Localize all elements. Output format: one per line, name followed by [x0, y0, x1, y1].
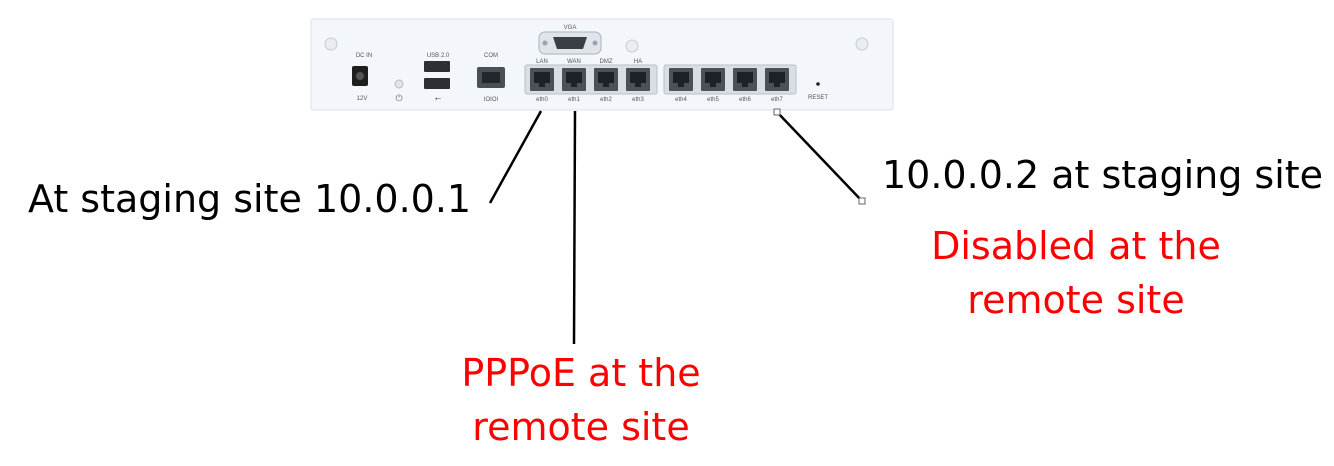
port-bottom-label: eth1	[568, 97, 580, 103]
dc-volt-label: 12V	[357, 96, 368, 102]
eth7-remote-line1: Disabled at the	[931, 224, 1221, 268]
ethernet-port-eth2: DMZ eth2	[594, 59, 618, 103]
rj45-latch	[571, 83, 577, 87]
screw-hole-icon	[324, 37, 338, 51]
vga-screw	[542, 40, 548, 46]
port-bottom-label: eth0	[536, 97, 548, 103]
rj45-latch	[635, 83, 641, 87]
port-bottom-label: eth2	[600, 97, 612, 103]
eth1-remote-line2: remote site	[472, 405, 690, 449]
ethernet-port-eth4: eth4	[669, 68, 693, 103]
dc-jack-pin	[356, 72, 364, 80]
rj45-socket	[534, 72, 550, 83]
port-group-frame	[524, 64, 658, 95]
eth7-remote-annotation: Disabled at the remote site	[912, 219, 1240, 327]
rj45-socket	[769, 72, 785, 83]
port-bottom-label: eth3	[632, 97, 644, 103]
port-bottom-label: eth6	[739, 97, 751, 103]
usb-symbol-icon: ⭠	[435, 94, 442, 103]
rj45-socket	[705, 72, 721, 83]
eth0-leader-line	[488, 110, 543, 204]
port-top-label: WAN	[567, 59, 581, 65]
eth7-staging-annotation: 10.0.0.2 at staging site	[882, 153, 1324, 197]
rj45-socket	[737, 72, 753, 83]
port-group-frame	[663, 64, 797, 95]
rj45-socket	[566, 72, 582, 83]
ethernet-ports: LAN eth0 WAN eth1 DMZ eth2 HA eth3 eth4 eth5 eth6 e…	[524, 59, 797, 103]
port-top-label: DMZ	[600, 59, 613, 65]
rj45-latch	[774, 83, 780, 87]
screw-hole-icon	[855, 37, 869, 51]
reset-pinhole-icon	[816, 82, 820, 86]
ethernet-port-eth1: WAN eth1	[562, 59, 586, 103]
reset-label: RESET	[808, 95, 828, 101]
eth7-remote-line2: remote site	[967, 278, 1185, 322]
eth0-staging-annotation: At staging site 10.0.0.1	[28, 177, 472, 221]
port-bottom-label: eth4	[675, 97, 687, 103]
port-bottom-label: eth5	[707, 97, 719, 103]
leader-handle	[858, 197, 866, 205]
power-button-icon	[394, 79, 404, 89]
usb-label: USB 2.0	[427, 53, 450, 59]
vga-screw	[592, 40, 598, 46]
vga-socket	[553, 37, 587, 49]
rj45-socket	[630, 72, 646, 83]
eth1-remote-line1: PPPoE at the	[461, 351, 701, 395]
dc-in-label: DC IN	[356, 53, 372, 59]
com-port-socket	[482, 72, 500, 83]
usb-port-icon	[424, 78, 450, 89]
usb-port-icon	[424, 61, 450, 72]
rj45-latch	[710, 83, 716, 87]
ethernet-port-eth6: eth6	[733, 68, 757, 103]
port-top-label: LAN	[536, 59, 548, 65]
eth1-remote-annotation: PPPoE at the remote site	[448, 346, 714, 454]
port-bottom-label: eth7	[771, 97, 783, 103]
eth1-leader-line	[572, 110, 577, 345]
com-symbol-icon: IOIOI	[484, 97, 499, 103]
screw-hole-icon	[625, 39, 639, 53]
rj45-latch	[678, 83, 684, 87]
eth7-leader-line	[776, 111, 863, 202]
ethernet-port-eth0: LAN eth0	[530, 59, 554, 103]
power-icon: ⏻	[395, 93, 402, 103]
ethernet-port-eth3: HA eth3	[626, 59, 650, 103]
rj45-socket	[673, 72, 689, 83]
rj45-latch	[539, 83, 545, 87]
com-label: COM	[484, 53, 498, 59]
leader-handle	[773, 108, 781, 116]
rj45-socket	[598, 72, 614, 83]
firewall-rear-panel: DC IN 12V ⏻ USB 2.0 ⭠ COM IOIOI VGA RESE…	[310, 18, 894, 111]
vga-label: VGA	[564, 25, 577, 31]
port-top-label: HA	[634, 59, 642, 65]
ethernet-port-eth5: eth5	[701, 68, 725, 103]
rj45-latch	[742, 83, 748, 87]
ethernet-port-eth7: eth7	[765, 68, 789, 103]
rj45-latch	[603, 83, 609, 87]
